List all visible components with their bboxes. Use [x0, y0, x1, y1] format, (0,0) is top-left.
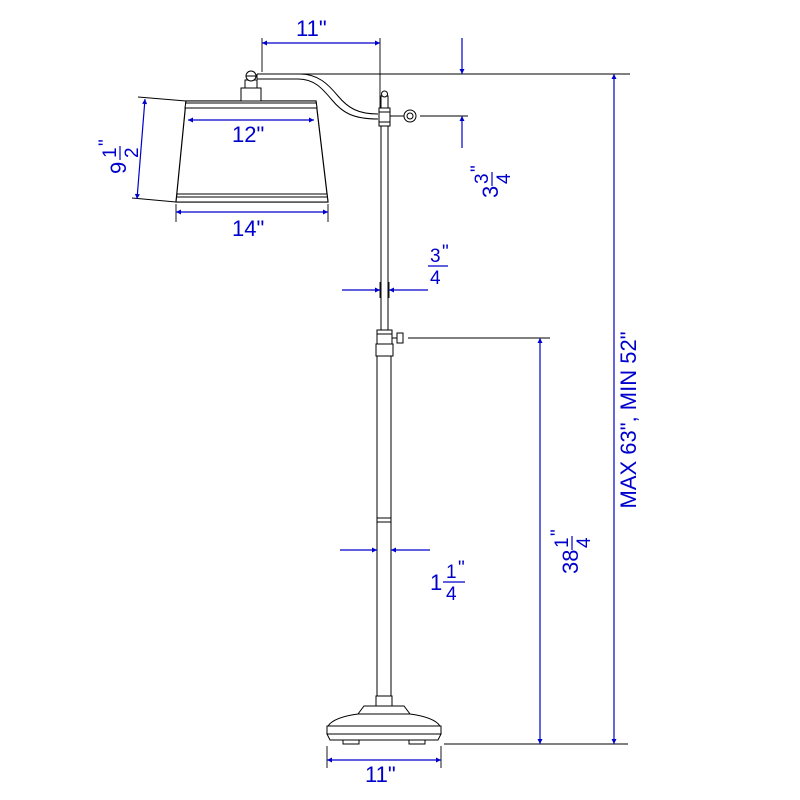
upper-pole-label: 3 " 4 [428, 242, 449, 289]
shade-bottom-label: 14" [232, 216, 264, 241]
lamp-base [326, 695, 442, 745]
lower-pole-num: 1 [446, 562, 457, 583]
arm-reach-label: 11" [296, 16, 327, 41]
arm-drop-whole: 3 [478, 186, 503, 198]
shade-height-unit: " [96, 139, 117, 146]
lower-height-label: 38 1 4 " [548, 529, 595, 574]
shade-top-label: 12" [232, 122, 264, 147]
lower-pole-unit: " [458, 558, 465, 579]
lamp-shade [175, 100, 329, 203]
dimension-lines [134, 38, 617, 763]
base-width-label: 11" [365, 762, 396, 787]
shade-height-label: 9 1 2 " [96, 139, 143, 174]
shade-height-whole: 9 [106, 162, 131, 174]
upper-pole-den: 4 [430, 268, 441, 289]
arm-drop-unit: " [468, 165, 489, 172]
lamp-arm [256, 73, 417, 123]
arm-drop-label: 3 3 4 " [468, 165, 515, 198]
shade-height-num: 1 [100, 147, 121, 158]
lower-height-unit: " [548, 529, 569, 536]
upper-pole-num: 3 [430, 246, 441, 267]
overall-height-label: MAX 63", MIN 52" [616, 331, 641, 508]
lower-height-whole: 38 [558, 550, 583, 574]
height-collar [375, 329, 404, 357]
arm-drop-num: 3 [472, 173, 493, 184]
lower-height-den: 4 [574, 537, 595, 548]
lower-pole-label: 1 1 " 4 [430, 558, 465, 605]
shade-holder [240, 70, 262, 102]
upper-pole-unit: " [442, 242, 449, 263]
shade-height-dim-line [134, 98, 148, 200]
lower-height-num: 1 [552, 537, 573, 548]
upper-pole [380, 126, 389, 330]
lower-pole [376, 356, 392, 696]
lamp-drawing [175, 70, 442, 745]
arm-drop-den: 4 [494, 173, 515, 184]
lower-pole-whole: 1 [430, 570, 442, 595]
dimension-labels: 11" 12" 14" 9 1 2 " 3 3 4 " 3 " 4 [96, 16, 641, 787]
pole-top-joint [378, 90, 391, 127]
extension-lines [131, 38, 630, 768]
lower-pole-den: 4 [446, 584, 457, 605]
shade-height-den: 2 [122, 147, 143, 158]
